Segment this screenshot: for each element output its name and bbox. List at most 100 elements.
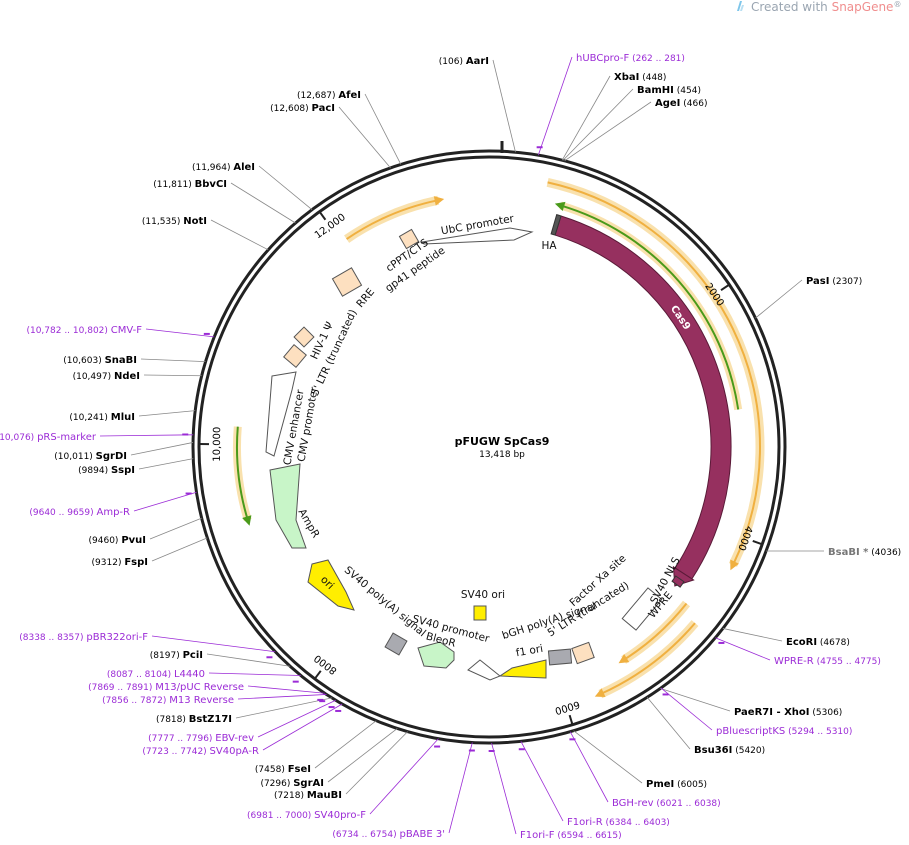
- orf-arc: [599, 622, 696, 696]
- ubc-promoter-arrow: [420, 227, 534, 245]
- enzyme-label: (10,241) MluI: [69, 412, 135, 423]
- enzyme-site: (7818) BstZ17I: [156, 697, 333, 725]
- tick-mark: [318, 211, 327, 221]
- enzyme-site: (9894) SspI: [78, 458, 194, 476]
- primer-site: pBluescriptKS (5294 .. 5310): [660, 687, 852, 737]
- enzyme-site: (11,811) BbvCI: [153, 179, 296, 224]
- primer-label: (8338 .. 8357) pBR322ori-F: [19, 632, 148, 643]
- enzyme-site: PmeI (6005): [573, 730, 707, 790]
- enzyme-name: MauBI: [307, 790, 342, 801]
- primer-name: EBV-rev: [215, 733, 254, 744]
- enzyme-position: (11,535): [142, 217, 183, 227]
- enzyme-position: (448): [639, 73, 666, 83]
- enzyme-name: AarI: [466, 56, 489, 67]
- enzyme-name: BbvCI: [195, 179, 227, 190]
- enzyme-name: PasI: [806, 276, 829, 287]
- enzyme-label: PasI (2307): [806, 276, 862, 287]
- sv40pa-block: [384, 632, 408, 656]
- enzyme-position: (466): [680, 99, 707, 109]
- enzyme-label: PaeR7I - XhoI (5306): [734, 707, 842, 718]
- enzyme-name: PaeR7I - XhoI: [734, 707, 810, 718]
- tick-label: 8000: [312, 652, 339, 676]
- site-connector: [257, 699, 336, 738]
- primer-label: (10,782 .. 10,802) CMV-F: [26, 325, 142, 336]
- tick-mark: [720, 283, 730, 292]
- enzyme-name: SgrDI: [96, 451, 127, 462]
- orf-arc: [623, 602, 688, 661]
- primer-site: (10,057 .. 10,076) pRS-marker: [0, 432, 194, 443]
- site-connector: [564, 101, 652, 162]
- site-connector: [138, 458, 194, 470]
- enzyme-name: EcoRI: [786, 637, 817, 648]
- site-connector: [660, 687, 713, 731]
- primer-site: (7723 .. 7742) SV40pA-R: [142, 703, 343, 757]
- site-connector: [520, 741, 564, 822]
- orf-arrow-icon: [554, 201, 566, 212]
- enzyme-position: (12,687): [297, 91, 338, 101]
- ori-arrow: [307, 559, 355, 611]
- primer-site: (6734 .. 6754) pBABE 3': [332, 742, 475, 840]
- enzyme-position: (7818): [156, 715, 189, 725]
- enzyme-position: (11,811): [153, 180, 194, 190]
- plasmid-length: 13,418 bp: [479, 450, 525, 460]
- enzyme-position: (2307): [829, 277, 862, 287]
- enzyme-name: SgrAI: [293, 778, 324, 789]
- enzyme-name: FspI: [124, 557, 148, 568]
- primer-label: (6981 .. 7000) SV40pro-F: [247, 810, 366, 821]
- enzyme-site: (9312) FspI: [92, 537, 208, 568]
- primer-name: M13/pUC Reverse: [155, 682, 244, 693]
- enzyme-name: FseI: [288, 764, 311, 775]
- enzyme-site: (10,011) SgrDI: [54, 442, 194, 462]
- enzyme-name: BamHI: [637, 85, 674, 96]
- bleor-arrow: [417, 641, 455, 669]
- primer-label: (6734 .. 6754) pBABE 3': [332, 829, 445, 840]
- sv40-promoter-arrow: [467, 659, 501, 681]
- bgh-arrow: [498, 659, 547, 679]
- site-connector: [369, 738, 439, 815]
- primer-label: BGH-rev (6021 .. 6038): [612, 798, 721, 809]
- primer-range: (6981 .. 7000): [247, 811, 314, 821]
- orf-arrow-icon: [730, 559, 739, 571]
- tick-label: 12,000: [313, 212, 348, 241]
- orf-arc: [547, 181, 761, 566]
- primer-range: (7869 .. 7891): [88, 683, 155, 693]
- enzyme-name: PmeI: [646, 779, 674, 790]
- primer-range: (6021 .. 6038): [654, 799, 721, 809]
- enzyme-label: (9460) PvuI: [89, 535, 146, 546]
- enzyme-site: PasI (2307): [755, 276, 862, 319]
- site-connector: [561, 75, 611, 161]
- enzyme-label: XbaI (448): [614, 72, 666, 83]
- site-connector: [491, 742, 517, 835]
- enzyme-label: BamHI (454): [637, 85, 701, 96]
- site-connector: [133, 491, 197, 512]
- primer-range: (6734 .. 6754): [332, 830, 399, 840]
- orf-arrow-icon: [618, 654, 630, 664]
- primer-label: pBluescriptKS (5294 .. 5310): [716, 726, 852, 737]
- orf-arc: [346, 199, 439, 240]
- primer-range: (10,057 .. 10,076): [0, 433, 37, 443]
- snapgene-logo-icon: [737, 1, 744, 11]
- enzyme-position: (454): [674, 86, 701, 96]
- site-connector: [364, 93, 402, 165]
- tick-mark: [752, 540, 763, 546]
- site-connector: [345, 731, 408, 795]
- enzyme-site: PaeR7I - XhoI (5306): [660, 688, 842, 718]
- enzyme-name: Bsu36I: [694, 745, 732, 756]
- primer-label: (7869 .. 7891) M13/pUC Reverse: [88, 682, 244, 693]
- enzyme-position: (10,241): [69, 413, 110, 423]
- site-connector: [138, 410, 196, 417]
- primer-label: WPRE-R (4755 .. 4775): [774, 656, 881, 667]
- site-connector: [537, 56, 573, 156]
- enzyme-label: (106) AarI: [439, 56, 489, 67]
- primer-range: (262 .. 281): [629, 54, 685, 64]
- site-connector: [562, 88, 634, 161]
- site-connector: [208, 672, 301, 676]
- enzyme-position: (4036): [868, 548, 901, 558]
- enzyme-label: BsaBI * (4036): [828, 547, 901, 558]
- site-connector: [145, 328, 215, 338]
- primer-site: (7777 .. 7796) EBV-rev: [148, 699, 336, 744]
- primer-name: pRS-marker: [37, 432, 97, 443]
- primer-name: WPRE-R: [774, 656, 814, 667]
